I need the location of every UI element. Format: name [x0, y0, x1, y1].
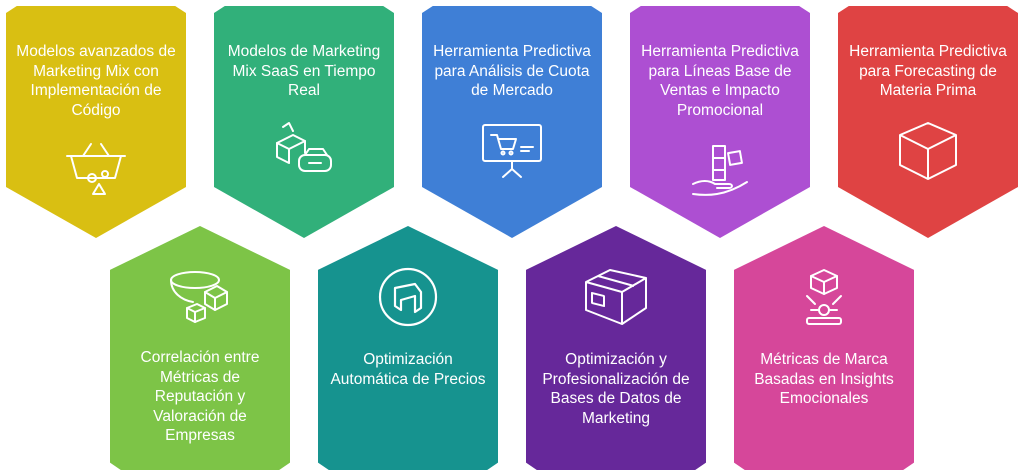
box-package-icon: [580, 266, 652, 328]
basket-shapes-icon: [61, 138, 131, 198]
tile-marketing-mix-saas: Modelos de Marketing Mix SaaS en Tiempo …: [214, 6, 394, 238]
tile-lineas-base-ventas: Herramienta Predictiva para Líneas Base …: [630, 6, 810, 238]
tile-label: Herramienta Predictiva para Líneas Base …: [641, 43, 799, 119]
vr-headset-box-icon: [269, 119, 339, 181]
tile-label: Herramienta Predictiva para Análisis de …: [433, 43, 591, 99]
tile-label: Modelos de Marketing Mix SaaS en Tiempo …: [227, 43, 381, 99]
tile-label: Herramienta Predictiva para Forecasting …: [849, 43, 1007, 99]
presentation-board-cart-icon: [477, 119, 547, 181]
tile-optimizacion-precios: Optimización Automática de Precios: [318, 226, 498, 470]
tile-forecasting-materia-prima: Herramienta Predictiva para Forecasting …: [838, 6, 1018, 238]
tile-reputacion-valoracion: Correlación entre Métricas de Reputación…: [110, 226, 290, 470]
tile-label: Métricas de Marca Basadas en Insights Em…: [754, 351, 894, 407]
circle-logo-icon: [373, 266, 443, 328]
hand-stacked-blocks-icon: [685, 138, 755, 200]
tile-marketing-mix-codigo: Modelos avanzados de Marketing Mix con I…: [6, 6, 186, 238]
tile-label: Optimización y Profesionalización de Bas…: [542, 351, 690, 427]
tile-label: Modelos avanzados de Marketing Mix con I…: [16, 43, 176, 119]
tile-label: Optimización Automática de Precios: [330, 351, 486, 388]
robot-arm-cube-icon: [789, 266, 859, 328]
tile-metricas-marca-emocionales: Métricas de Marca Basadas en Insights Em…: [734, 226, 914, 470]
tile-label: Correlación entre Métricas de Reputación…: [140, 349, 260, 444]
tile-bases-datos-marketing: Optimización y Profesionalización de Bas…: [526, 226, 706, 470]
cube-icon: [892, 119, 964, 183]
tile-cuota-mercado: Herramienta Predictiva para Análisis de …: [422, 6, 602, 238]
ring-box-icon: [165, 266, 235, 326]
